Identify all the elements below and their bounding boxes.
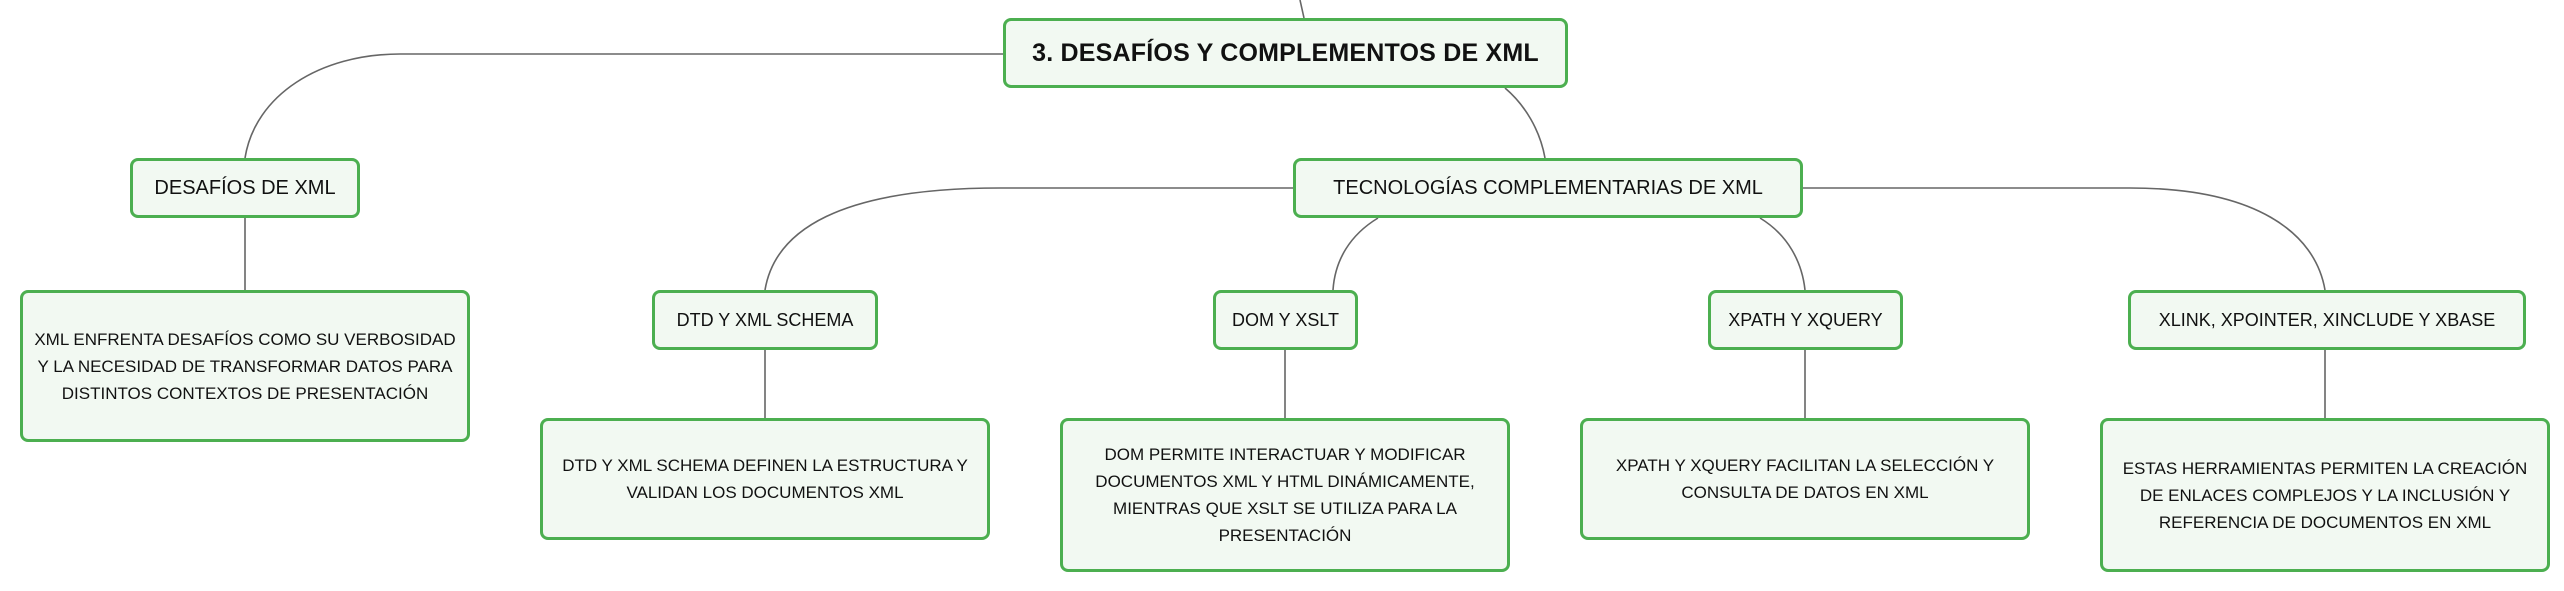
root-topic-label: 3. DESAFÍOS Y COMPLEMENTOS DE XML <box>1032 38 1539 67</box>
connector-tech-to-xlink <box>1803 187 2326 291</box>
root-topic[interactable]: 3. DESAFÍOS Y COMPLEMENTOS DE XML <box>1003 18 1568 88</box>
dtd-xml-schema-detail-text: DTD Y XML SCHEMA DEFINEN LA ESTRUCTURA Y… <box>562 456 968 502</box>
subtopic-dom-xslt-label: DOM Y XSLT <box>1231 309 1340 330</box>
subtopic-xpath-xquery-label: XPATH Y XQUERY <box>1728 309 1883 330</box>
topic-technologies[interactable]: TECNOLOGÍAS COMPLEMENTARIAS DE XML <box>1293 158 1803 218</box>
dtd-xml-schema-detail[interactable]: DTD Y XML SCHEMA DEFINEN LA ESTRUCTURA Y… <box>540 418 990 540</box>
connector-tech-to-dtd <box>764 187 1293 291</box>
dom-xslt-detail[interactable]: DOM PERMITE INTERACTUAR Y MODIFICAR DOCU… <box>1060 418 1510 572</box>
xpath-xquery-detail[interactable]: XPATH Y XQUERY FACILITAN LA SELECCIÓN Y … <box>1580 418 2030 540</box>
topic-challenges-label: DESAFÍOS DE XML <box>154 176 336 199</box>
challenges-detail[interactable]: XML ENFRENTA DESAFÍOS COMO SU VERBOSIDAD… <box>20 290 470 442</box>
connector-root-to-challenges <box>244 53 1003 159</box>
connector-tech-to-dom <box>1332 217 1379 291</box>
xlink-xpointer-detail[interactable]: ESTAS HERRAMIENTAS PERMITEN LA CREACIÓN … <box>2100 418 2550 572</box>
xpath-xquery-detail-text: XPATH Y XQUERY FACILITAN LA SELECCIÓN Y … <box>1615 456 1995 502</box>
subtopic-xlink-xpointer-label: XLINK, XPOINTER, XINCLUDE Y XBASE <box>2158 309 2496 330</box>
subtopic-dom-xslt[interactable]: DOM Y XSLT <box>1213 290 1358 350</box>
connector-parent-stub <box>1299 0 1305 19</box>
topic-technologies-label: TECNOLOGÍAS COMPLEMENTARIAS DE XML <box>1333 176 1763 199</box>
subtopic-xpath-xquery[interactable]: XPATH Y XQUERY <box>1708 290 1903 350</box>
connector-tech-to-xpath <box>1759 217 1806 291</box>
challenges-detail-text: XML ENFRENTA DESAFÍOS COMO SU VERBOSIDAD… <box>34 329 456 403</box>
topic-challenges[interactable]: DESAFÍOS DE XML <box>130 158 360 218</box>
dom-xslt-detail-text: DOM PERMITE INTERACTUAR Y MODIFICAR DOCU… <box>1095 445 1475 545</box>
subtopic-xlink-xpointer[interactable]: XLINK, XPOINTER, XINCLUDE Y XBASE <box>2128 290 2526 350</box>
connector-root-to-technologies <box>1504 87 1546 159</box>
subtopic-dtd-xml-schema-label: DTD Y XML SCHEMA <box>676 309 854 330</box>
subtopic-dtd-xml-schema[interactable]: DTD Y XML SCHEMA <box>652 290 878 350</box>
xlink-xpointer-detail-text: ESTAS HERRAMIENTAS PERMITEN LA CREACIÓN … <box>2122 458 2528 532</box>
